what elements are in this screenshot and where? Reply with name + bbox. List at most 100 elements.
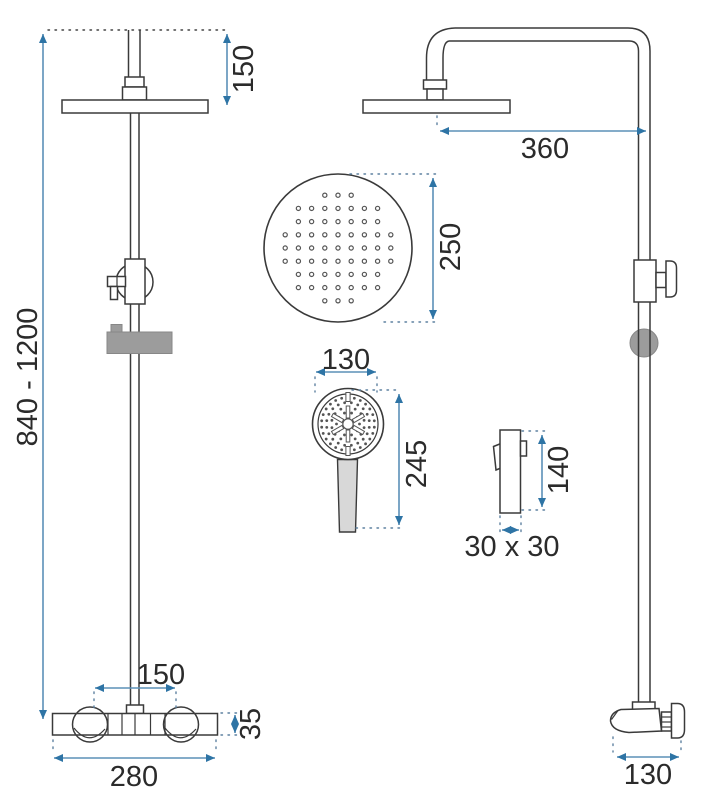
nozzle-dot: [374, 232, 381, 238]
elbow-body: [609, 707, 663, 734]
nozzle-dot: [340, 396, 344, 400]
dim-label-valve-height: 35: [235, 708, 267, 740]
nozzle-dot: [348, 298, 354, 304]
nozzle-dot: [356, 441, 360, 445]
nozzle-dot: [335, 258, 341, 264]
nozzle-dot: [353, 407, 357, 411]
nozzle-dot: [325, 425, 329, 429]
nozzle-dot: [374, 218, 381, 225]
spray-star-spoke: [351, 424, 366, 436]
nozzle-dot: [336, 403, 340, 407]
arm-coupling: [426, 88, 444, 101]
nozzle-dot: [330, 426, 334, 430]
nozzle-dot: [388, 232, 394, 238]
shower-arm-bend-inner: [442, 40, 450, 80]
nozzle-dot: [350, 433, 353, 437]
holder-handle-tip: [109, 285, 119, 301]
nozzle-dot: [320, 419, 324, 423]
nozzle-dot: [361, 271, 368, 278]
arm-coupling: [422, 79, 448, 90]
nozzle-dot: [374, 271, 381, 278]
nozzle-dot: [322, 218, 328, 225]
nozzle-dot: [353, 437, 357, 441]
nozzle-dot: [348, 232, 354, 238]
dim-label-hand-width: 130: [322, 344, 370, 376]
shower-arm-outer: [455, 27, 651, 52]
nozzle-dot: [336, 441, 340, 445]
nozzle-dot: [335, 271, 341, 278]
mixer-coupling: [125, 704, 145, 715]
nozzle-dot: [308, 284, 315, 291]
nozzle-dot: [348, 284, 354, 291]
nozzle-dot: [308, 271, 315, 278]
nozzle-dot: [327, 432, 331, 436]
nozzle-dot: [327, 412, 331, 416]
nozzle-dot: [368, 437, 372, 441]
nozzle-dot: [321, 431, 325, 435]
nozzle-dot: [322, 258, 328, 264]
nozzle-dot: [361, 218, 368, 225]
nozzle-dot: [322, 205, 328, 212]
slider-knob-side: [629, 328, 659, 358]
nozzle-dot: [348, 258, 354, 264]
nozzle-dot: [308, 218, 315, 225]
nozzle-dot: [356, 403, 360, 407]
nozzle-dot: [374, 245, 381, 251]
holder-body-side: [633, 259, 657, 303]
nozzle-dot: [322, 298, 328, 304]
nozzle-dot: [361, 258, 368, 264]
nozzle-dot: [322, 245, 328, 251]
spray-star-spoke: [345, 405, 351, 419]
dim-label-wall-outlet-width: 130: [624, 759, 672, 791]
mixer-knob-left-lever: [73, 727, 106, 739]
hand-shower-handle: [336, 458, 359, 533]
nozzle-dot: [329, 402, 332, 406]
elbow-nose-line: [611, 710, 619, 720]
nozzle-dot: [335, 192, 341, 198]
nozzle-dot: [295, 232, 302, 238]
nozzle-dot: [361, 437, 365, 441]
elbow-wall-plate: [670, 702, 686, 739]
rain-head-side: [362, 99, 511, 114]
nozzle-dot: [372, 425, 376, 429]
nozzle-dot: [335, 232, 341, 238]
nozzle-dot: [335, 205, 341, 212]
nozzle-dot: [362, 418, 366, 422]
spray-star-spoke: [351, 412, 366, 424]
nozzle-dot: [365, 432, 369, 436]
dim-label-bracket-profile: 30 x 30: [464, 531, 559, 563]
spray-star-spoke: [330, 424, 345, 436]
nozzle-dot: [348, 271, 354, 278]
front-view: [47, 29, 229, 743]
nozzle-dot: [361, 407, 365, 411]
nozzle-dot: [361, 232, 368, 238]
nozzle-dot: [343, 433, 346, 437]
spray-star-spoke: [330, 412, 345, 424]
nozzle-dot: [308, 232, 315, 238]
dim-label-top-offset: 150: [228, 45, 260, 93]
nozzle-dot: [348, 192, 354, 198]
wall-bracket-view: [492, 429, 528, 514]
mixer-knob-right-lever: [164, 727, 197, 739]
nozzle-dot: [330, 418, 334, 422]
nozzle-dot: [339, 407, 343, 411]
nozzle-dot: [320, 425, 324, 429]
nozzle-dot: [335, 218, 341, 225]
nozzle-dot: [348, 218, 354, 225]
nozzle-dot: [322, 232, 328, 238]
nozzle-dot: [325, 419, 329, 423]
nozzle-dot: [295, 284, 302, 291]
nozzle-dot: [322, 284, 328, 291]
nozzle-dot: [358, 446, 362, 449]
hand-shower-spray-star: [330, 405, 366, 443]
nozzle-dot: [365, 412, 369, 416]
dim-label-bracket-length: 140: [543, 446, 575, 494]
dim-label-hand-length: 245: [401, 440, 433, 488]
nozzle-dot: [361, 245, 368, 251]
side-view: [362, 27, 686, 739]
nozzle-dot: [335, 298, 341, 304]
hand-shower-hub: [342, 418, 354, 430]
nozzle-dot: [295, 205, 302, 212]
nozzle-dot: [282, 258, 288, 264]
nozzle-dot: [295, 218, 302, 225]
